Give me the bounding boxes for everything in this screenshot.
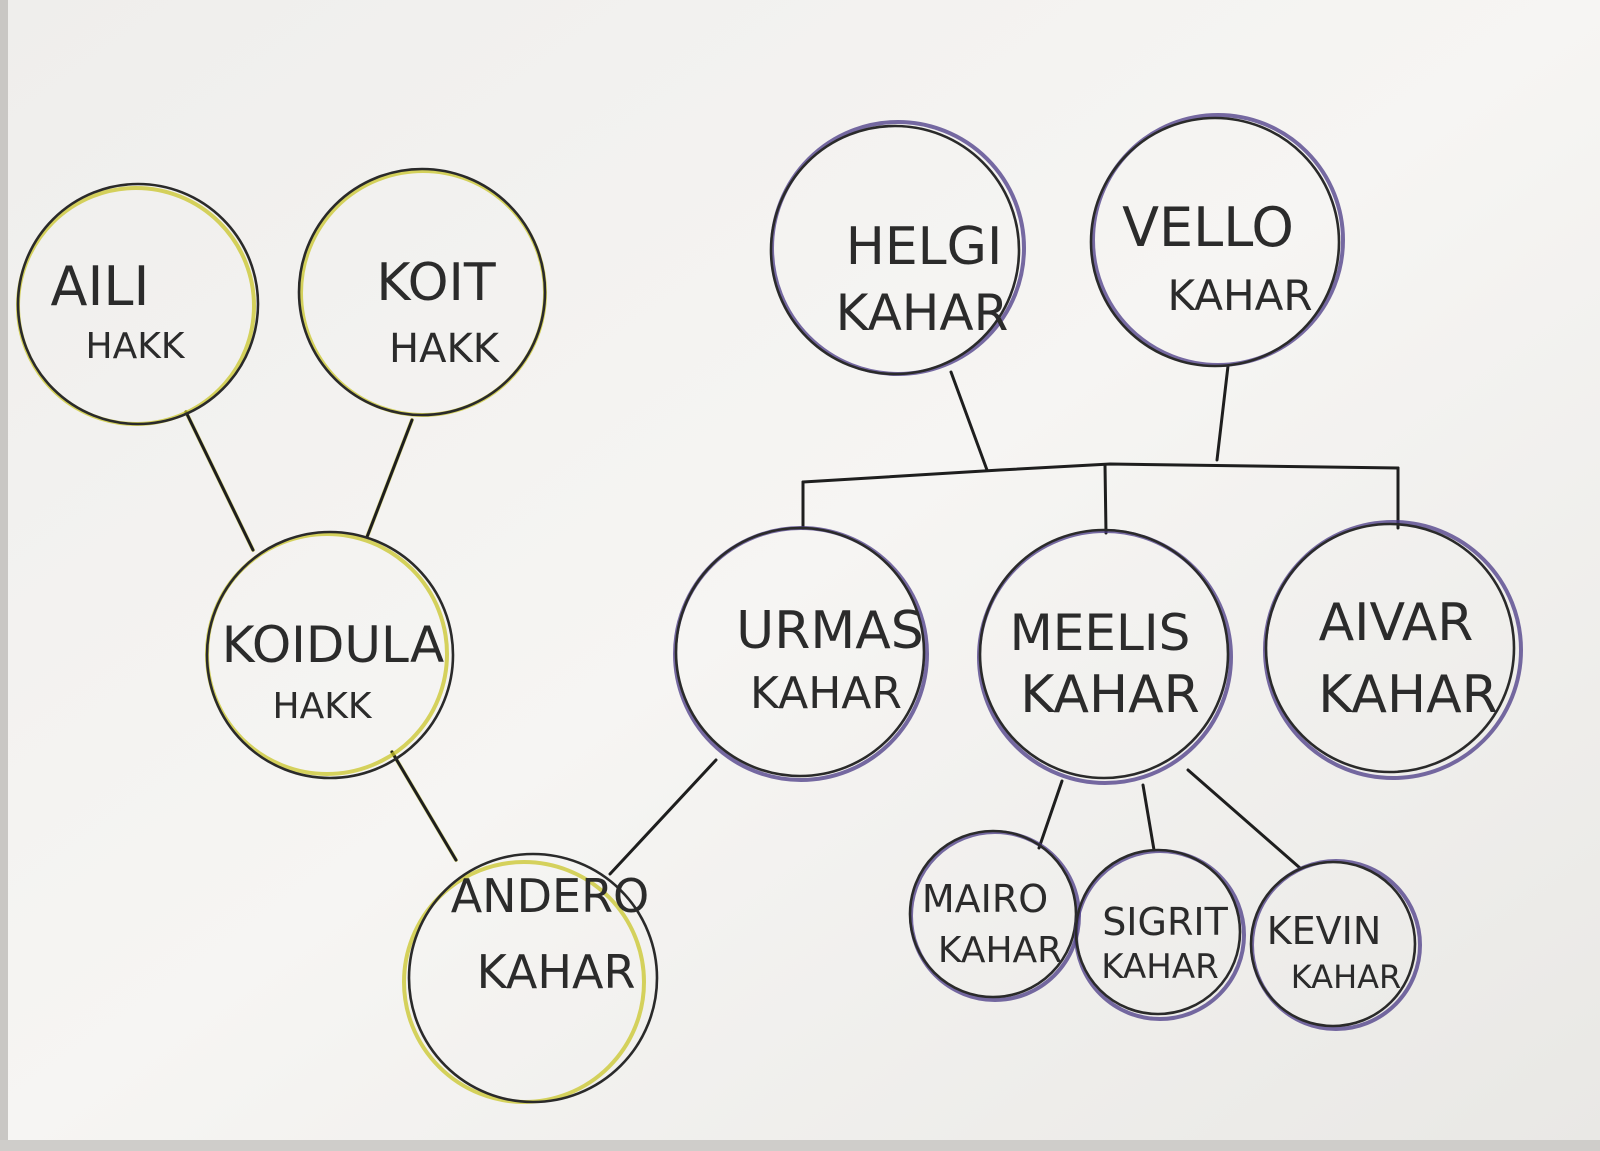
first-name: HELGI — [846, 217, 1003, 277]
first-name: MEELIS — [1010, 604, 1191, 662]
circle-outline — [769, 124, 1021, 376]
edge-helgi-bar — [949, 370, 989, 472]
first-name: VELLO — [1122, 196, 1294, 259]
last-name: KAHAR — [1318, 665, 1498, 725]
last-name: HAKK — [86, 326, 186, 367]
circle-outline — [16, 182, 260, 426]
edge-koit-koidula — [365, 418, 414, 539]
circle-outline — [297, 167, 547, 417]
node-sigrit: SIGRIT KAHAR — [1074, 848, 1246, 1021]
node-aivar: AIVAR KAHAR — [1263, 520, 1523, 780]
node-kevin: KEVIN KAHAR — [1249, 859, 1422, 1031]
first-name: AIVAR — [1319, 593, 1474, 653]
last-name: KAHAR — [750, 668, 902, 719]
circle-outline — [407, 852, 659, 1104]
node-vello: VELLO KAHAR — [1089, 113, 1345, 368]
circle-outline — [978, 528, 1230, 780]
node-helgi: HELGI KAHAR — [769, 120, 1026, 376]
last-name: KAHAR — [1020, 665, 1200, 725]
last-name: KAHAR — [938, 930, 1062, 971]
last-name: KAHAR — [836, 284, 1009, 342]
node-aili: AILI HAKK — [16, 182, 260, 426]
circle-outline — [674, 526, 926, 778]
last-name: HAKK — [273, 686, 373, 727]
node-meelis: MEELIS KAHAR — [977, 528, 1233, 785]
first-name: KOIT — [376, 253, 496, 313]
connections — [184, 364, 1400, 876]
circle-outline — [1089, 116, 1341, 368]
last-name: KAHAR — [1167, 271, 1312, 320]
paper-bottom-edge — [0, 1140, 1600, 1151]
node-koidula: KOIDULA HAKK — [205, 530, 455, 780]
node-koit: KOIT HAKK — [297, 167, 547, 417]
last-name: KAHAR — [1291, 958, 1402, 996]
edge-sibling-bar — [801, 462, 1400, 484]
circle-outline — [1074, 848, 1242, 1016]
node-andero: ANDERO KAHAR — [402, 852, 659, 1104]
first-name: ANDERO — [451, 869, 650, 923]
node-urmas: URMAS KAHAR — [673, 526, 929, 782]
edge-aili-koidula — [184, 410, 255, 552]
edge-urmas-andero — [608, 758, 718, 876]
circle-outline — [908, 829, 1078, 999]
circle-outline — [1249, 860, 1417, 1028]
edge-meelis-kevin — [1186, 768, 1302, 870]
circle-outline — [205, 530, 455, 780]
first-name: KEVIN — [1267, 909, 1382, 953]
person-nodes: AILI HAKK KOIT HAKK KOIDULA HAKK ANDERO … — [16, 113, 1523, 1104]
first-name: SIGRIT — [1102, 900, 1228, 944]
first-name: MAIRO — [922, 877, 1048, 921]
edge-vello-bar — [1215, 364, 1230, 462]
edge-meelis-mairo — [1037, 779, 1064, 850]
node-mairo: MAIRO KAHAR — [908, 829, 1081, 1002]
last-name: KAHAR — [1101, 947, 1218, 987]
first-name: URMAS — [736, 601, 924, 661]
paper-left-edge — [0, 0, 8, 1151]
first-name: KOIDULA — [222, 616, 444, 674]
last-name: HAKK — [389, 326, 501, 372]
circle-outline — [1264, 522, 1516, 774]
edge-meelis-sigrit — [1141, 783, 1156, 852]
first-name: AILI — [51, 255, 150, 318]
edge-koidula-andero — [390, 750, 458, 862]
last-name: KAHAR — [477, 945, 636, 999]
edge-bar-meelis — [1103, 463, 1108, 535]
